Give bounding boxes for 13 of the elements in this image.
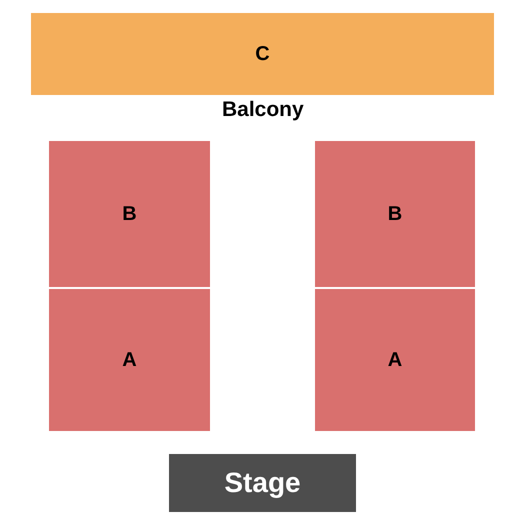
section-label: B [388, 202, 402, 226]
section-label: Stage [224, 467, 301, 499]
seating-section [49, 141, 210, 287]
section-label: A [122, 348, 137, 372]
stage-block [169, 454, 356, 512]
section-label: C [255, 42, 270, 66]
balcony-section [31, 13, 494, 95]
seating-section [315, 141, 475, 287]
seating-section [49, 289, 210, 431]
seating-section [315, 289, 475, 431]
section-label: A [388, 348, 402, 372]
area-label: Balcony [222, 98, 304, 122]
section-label: B [122, 202, 137, 226]
